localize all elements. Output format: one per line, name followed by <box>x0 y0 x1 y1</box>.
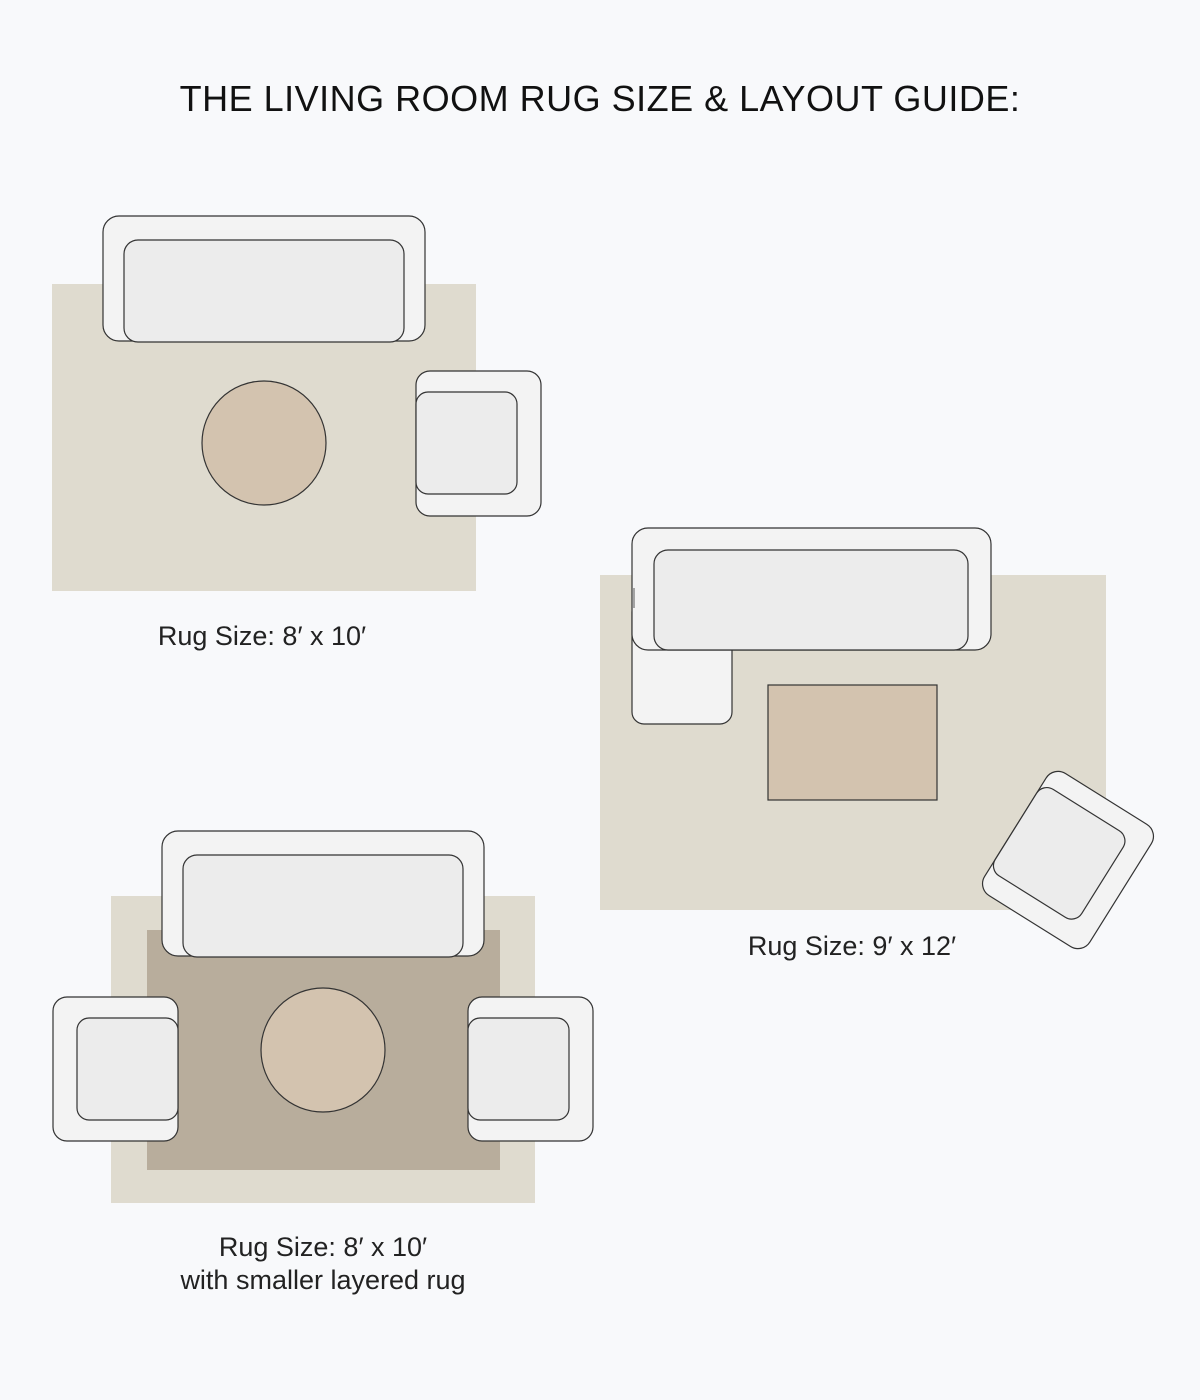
layout-9x12 <box>600 527 1155 950</box>
caption-text-line1: Rug Size: 8′ x 10′ <box>218 1232 428 1262</box>
rectangular-coffee-table <box>767 684 938 801</box>
sofa <box>102 215 426 343</box>
caption-layout-9x12: Rug Size: 9′ x 12′ <box>702 930 1002 963</box>
caption-text-line2: with smaller layered rug <box>180 1265 466 1295</box>
caption-text: Rug Size: 9′ x 12′ <box>747 931 957 961</box>
round-coffee-table <box>201 380 327 506</box>
caption-text: Rug Size: 8′ x 10′ <box>157 621 367 651</box>
caption-layout-8x10: Rug Size: 8′ x 10′ <box>112 620 412 653</box>
page-title: THE LIVING ROOM RUG SIZE & LAYOUT GUIDE: <box>179 78 1021 119</box>
caption-layout-layered: Rug Size: 8′ x 10′ with smaller layered … <box>123 1231 523 1297</box>
armchair <box>415 370 542 517</box>
armchair-right <box>467 996 594 1142</box>
layout-8x10-layered <box>52 830 594 1203</box>
sofa <box>161 830 485 958</box>
armchair-left <box>52 996 179 1142</box>
angled-armchair <box>981 770 1155 950</box>
layout-8x10 <box>52 215 542 591</box>
sectional-sofa <box>631 527 992 725</box>
round-coffee-table <box>260 987 386 1113</box>
